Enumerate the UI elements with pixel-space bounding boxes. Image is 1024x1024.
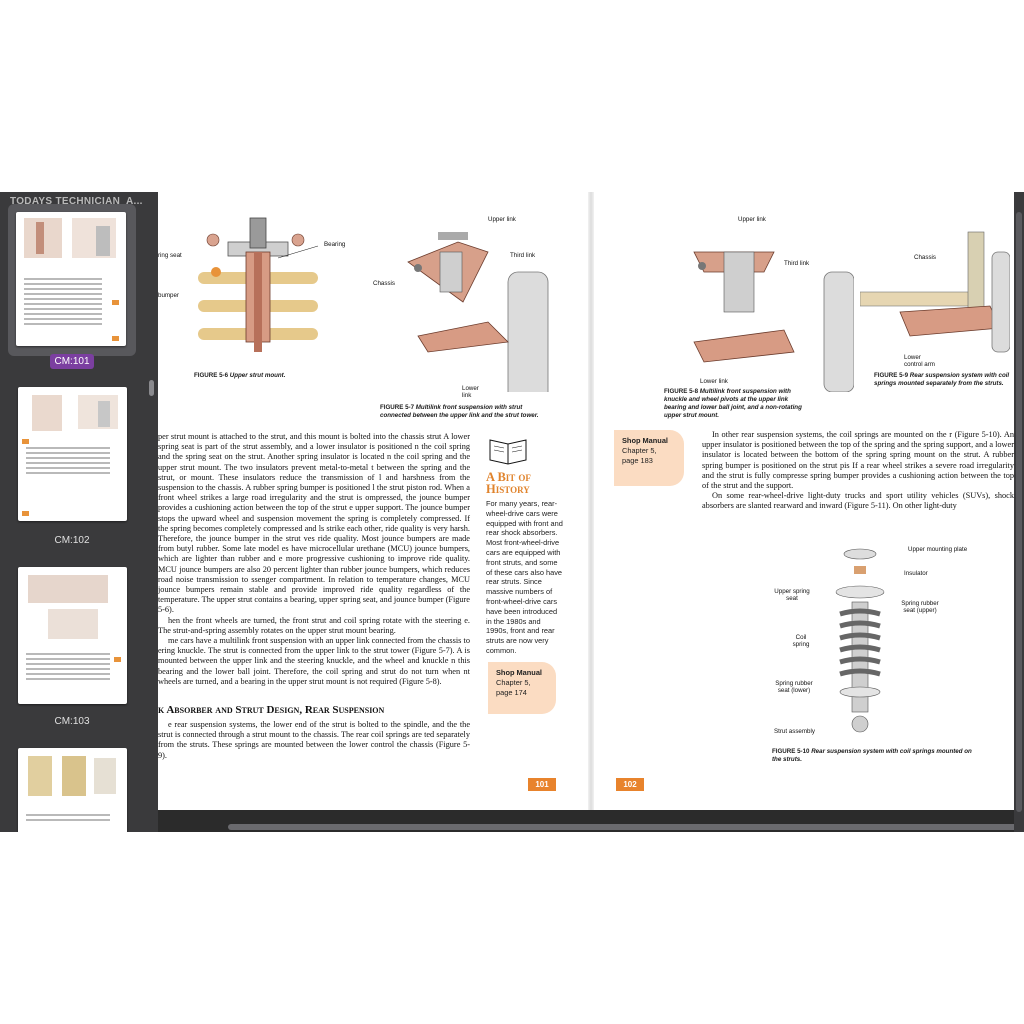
body-paragraph: per strut mount is attached to the strut… <box>158 432 470 615</box>
figure-5-9-caption: FIGURE 5-9 Rear suspension system with c… <box>874 372 1014 388</box>
figure-5-9-art <box>860 231 1010 353</box>
page-thumbnail-cm104[interactable] <box>18 748 127 832</box>
figure-5-8-art <box>693 251 854 392</box>
callout-spring-rubber-seat-upper: Spring rubber seat (upper) <box>901 600 939 614</box>
page-number-101: 101 <box>528 778 556 791</box>
callout-lower-control-arm: Lower control arm <box>904 354 935 368</box>
callout-upper-mounting-plate: Upper mounting plate <box>908 546 968 553</box>
body-text-column: In other rear suspension systems, the co… <box>702 430 1014 512</box>
callout-chassis: Chassis <box>373 280 396 287</box>
callout-coil-spring: Coil spring <box>792 634 810 648</box>
figure-5-9-number: FIGURE 5-9 <box>874 372 909 379</box>
figure-5-7-text: Multilink front suspension with strut co… <box>380 404 539 419</box>
figure-5-10-caption: FIGURE 5-10 Rear suspension system with … <box>772 748 982 764</box>
figure-5-6-art <box>198 217 319 352</box>
history-body: For many years, rear-wheel-drive cars we… <box>486 499 563 655</box>
figure-5-8-caption: FIGURE 5-8 Multilink front suspension wi… <box>664 388 804 420</box>
page-gutter <box>588 192 594 810</box>
thumbnail-label-cm101: CM:101 <box>8 354 136 369</box>
callout-chassis: Chassis <box>914 254 937 261</box>
thumbnail-label-cm103: CM:103 <box>54 716 90 727</box>
vertical-scrollbar[interactable] <box>1016 212 1022 812</box>
figure-5-10-art <box>835 548 885 733</box>
page-thumbnail-cm101[interactable] <box>16 212 126 346</box>
callout-bumper: bumper <box>158 292 179 299</box>
callout-spring-rubber-seat-lower: Spring rubber seat (lower) <box>775 680 813 694</box>
body-paragraph: me cars have a multilink front suspensio… <box>158 636 470 686</box>
figure-5-6-number: FIGURE 5-6 <box>194 372 229 379</box>
history-box: A Bit of History For many years, rear-wh… <box>486 432 564 656</box>
document-title: TODAYS TECHNICIAN_A... <box>10 196 143 207</box>
open-book-icon <box>489 439 527 465</box>
figure-5-10-number: FIGURE 5-10 <box>772 748 810 755</box>
shop-manual-box-left: Shop Manual Chapter 5, page 174 <box>488 662 556 714</box>
horizontal-scrollbar[interactable] <box>228 824 1018 830</box>
history-title: A Bit of History <box>486 470 531 496</box>
callout-bearing: Bearing <box>324 241 346 248</box>
thumbnail-sidebar: TODAYS TECHNICIAN_A... CM:101 <box>0 192 158 832</box>
thumbnail-figure-art <box>32 395 118 431</box>
section-text: e rear suspension systems, the lower end… <box>158 720 470 761</box>
figure-5-6-text: Upper strut mount. <box>229 372 286 379</box>
callout-third-link: Third link <box>510 252 536 259</box>
callout-third-link: Third link <box>784 260 810 267</box>
body-text-column: per strut mount is attached to the strut… <box>158 432 470 687</box>
document-reader: Bearing ring seat bumper FIGURE 5-6 Uppe… <box>158 192 1014 810</box>
callout-upper-spring-seat: Upper spring seat <box>774 588 810 602</box>
figure-5-7-art <box>407 232 549 392</box>
callout-upper-link: Upper link <box>738 216 766 223</box>
figure-5-9-text: Rear suspension system with coil springs… <box>874 372 1010 387</box>
sidebar-scrollbar[interactable] <box>149 380 154 396</box>
callout-insulator: Insulator <box>904 570 928 577</box>
page-thumbnail-cm103[interactable] <box>18 567 127 704</box>
body-paragraph: hen the front wheels are turned, the fro… <box>158 615 470 635</box>
figure-5-6-caption: FIGURE 5-6 Upper strut mount. <box>194 372 374 380</box>
thumbnail-label-cm102: CM:102 <box>54 535 90 546</box>
page-102: Upper link Third link Lower link FIGURE … <box>594 192 1014 810</box>
figure-5-10-text: Rear suspension system with coil springs… <box>772 748 972 763</box>
figure-5-8-text: Multilink front suspension with knuckle … <box>664 388 802 419</box>
callout-lower-link: Lower link <box>462 385 479 399</box>
figure-5-7-number: FIGURE 5-7 <box>380 404 415 411</box>
callout-spring-seat: ring seat <box>158 252 182 259</box>
figure-5-8-number: FIGURE 5-8 <box>664 388 699 395</box>
thumbnail-figure-art <box>28 575 108 639</box>
pdf-viewer-window: TODAYS TECHNICIAN_A... CM:101 <box>0 192 1024 832</box>
body-paragraph: On some rear-wheel-drive light-duty truc… <box>702 491 1014 511</box>
shop-manual-box-right: Shop Manual Chapter 5, page 183 <box>614 430 684 486</box>
section-heading: k Absorber and Strut Design, Rear Suspen… <box>158 704 385 716</box>
thumbnail-figure-art <box>28 756 116 796</box>
page-thumbnail-cm102[interactable] <box>18 387 127 521</box>
figure-5-7-caption: FIGURE 5-7 Multilink front suspension wi… <box>380 404 550 420</box>
page-number-102: 102 <box>616 778 644 791</box>
callout-strut-assembly: Strut assembly <box>774 728 815 735</box>
page-101: Bearing ring seat bumper FIGURE 5-6 Uppe… <box>158 192 588 810</box>
thumbnail-figure-art <box>24 218 116 258</box>
body-paragraph: In other rear suspension systems, the co… <box>702 430 1014 491</box>
body-paragraph: e rear suspension systems, the lower end… <box>158 720 470 760</box>
callout-lower-link: Lower link <box>700 378 728 385</box>
callout-upper-link: Upper link <box>488 216 516 223</box>
